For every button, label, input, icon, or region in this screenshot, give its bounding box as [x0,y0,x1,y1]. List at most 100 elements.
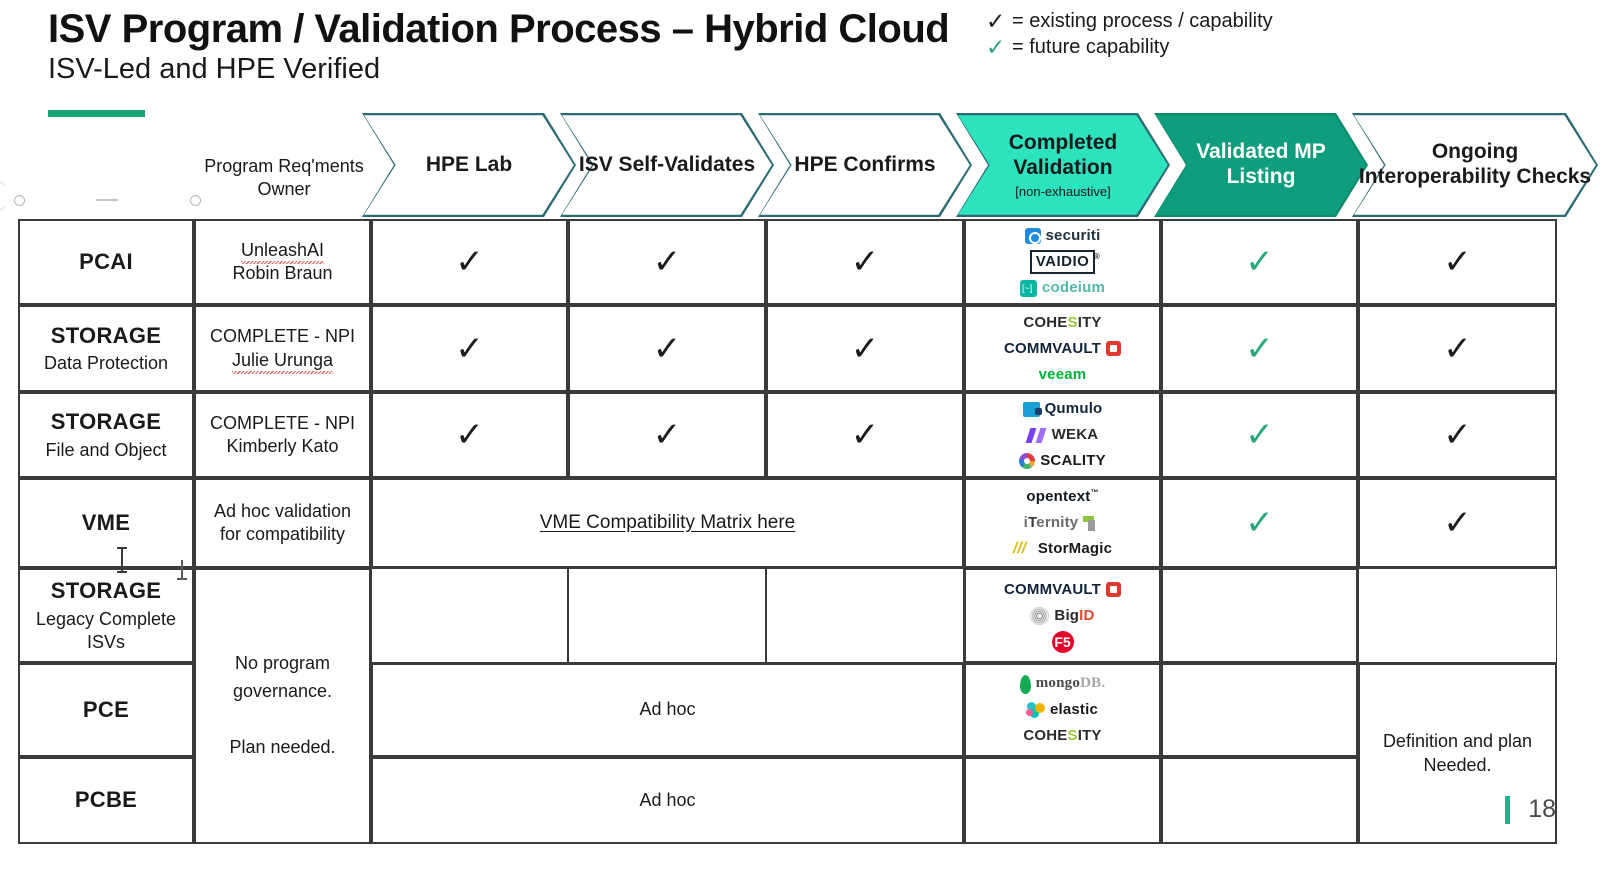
scality-mark-icon [1019,453,1036,469]
cell-validated-mp-vme: ✓ [1161,478,1358,568]
category-sub: Data Protection [43,353,169,374]
selection-handle-middle[interactable] [96,199,118,201]
logo-stormagic: StorMagic [1013,539,1112,560]
logo-label: mongoDB. [1035,675,1106,692]
cell-completed-validation-storage-dp: COHESITY COMMVAULT veeam [964,305,1161,392]
logo-label: codeium [1041,279,1106,297]
logo-label: Qumulo [1044,400,1103,418]
cell-completed-validation-vme: opentext™ iTernity StorMagic [964,478,1161,568]
legend-row-future: ✓ = future capability [986,34,1273,60]
legend-label-existing: = existing process / capability [1012,9,1273,32]
check-black-icon: ✓ [850,328,880,369]
owner-column-header: Program Req'ments Owner [204,156,364,199]
category-name: VME [81,509,131,535]
cell-ongoing-storage-fo: ✓ [1358,392,1557,478]
stage-chevron-hpe-confirms[interactable]: HPE Confirms [758,113,972,217]
check-black-icon: ✓ [850,415,880,455]
cell-ongoing-vme: ✓ [1358,478,1557,568]
page-number: 18 [1528,795,1556,823]
logo-weka: WEKA [1027,425,1099,446]
logo-elastic: elastic [1025,700,1099,721]
stage-chevron-validated-mp-listing[interactable]: Validated MP Listing [1154,113,1368,217]
check-green-icon: ✓ [1245,415,1274,455]
vme-compatibility-matrix-link[interactable]: VME Compatibility Matrix here [539,511,796,533]
page-accent-bar [1505,795,1511,824]
check-green-icon: ✓ [1245,242,1274,282]
stormagic-mark-icon [1013,539,1033,559]
owner-person: Kimberly Kato [226,436,339,456]
check-black-icon: ✓ [1443,503,1472,543]
cell-hpe-lab-storage-dp: ✓ [371,305,568,392]
page-number-block: 18 [1505,795,1556,824]
cell-ad-hoc-pcbe: Ad hoc [371,757,964,844]
category-name: STORAGE [50,409,162,435]
owner-note-line2: governance. [232,681,333,702]
stage-label-ongoing-interoperability: Ongoing Interoperability Checks [1358,140,1592,188]
cell-hpe-lab-pcai: ✓ [371,219,568,305]
category-name: STORAGE [50,322,162,348]
check-black-icon: ✓ [455,242,484,282]
stage-label-hpe-lab: HPE Lab [425,152,513,176]
owner-person: Julie Urunga [231,348,334,374]
legend: ✓ = existing process / capability ✓ = fu… [986,8,1273,60]
category-name: PCAI [79,248,133,274]
logo-label: StorMagic [1037,540,1113,558]
cell-validated-mp-pcai: ✓ [1161,219,1358,305]
logo-bigid: BigID [1030,605,1094,626]
table-row-category-storage-legacy: STORAGE Legacy Complete ISVs [18,568,194,663]
logo-mongodb: mongoDB. [1019,674,1106,695]
category-name: PCE [82,696,130,722]
stage-chevron-band: HPE Lab ISV Self-Validates HPE Confirms … [0,113,1614,217]
page-title: ISV Program / Validation Process – Hybri… [48,7,950,51]
cell-ongoing-storage-legacy [1358,568,1557,663]
table-row-category-storage-file-object: STORAGE File and Object [18,392,194,478]
stage-chevron-completed-validation[interactable]: Completed Validation [non-exhaustive] [956,113,1170,217]
owner-cell-storage-data-protection: COMPLETE - NPI Julie Urunga [194,305,371,392]
logo-vaidio: VAIDIO® [1029,250,1100,274]
ad-hoc-note: Ad hoc [639,699,696,720]
cell-hpe-confirms-storage-dp: ✓ [766,305,964,392]
logo-cohesity: COHESITY [1023,726,1101,747]
category-name: PCBE [74,787,138,813]
ongoing-note-line1: Definition and plan [1382,731,1533,752]
stage-label-hpe-confirms: HPE Confirms [794,152,936,176]
selection-handle-right[interactable] [190,195,201,206]
logo-label: COMMVAULT [1003,339,1102,357]
codeium-mark-icon [1019,279,1037,297]
selection-handle-left[interactable] [14,195,25,206]
stage-chevron-isv-self-validates[interactable]: ISV Self-Validates [560,113,774,217]
cell-completed-validation-pce: mongoDB. elastic COHESITY [964,663,1161,757]
logo-label: BigID [1054,606,1095,624]
stage-sublabel-completed-validation: [non-exhaustive] [1015,183,1111,199]
cell-vme-compatibility-matrix[interactable]: VME Compatibility Matrix here [371,478,964,568]
owner-program: COMPLETE - NPI [209,326,356,347]
elastic-mark-icon [1025,702,1045,718]
logo-qumulo: Qumulo [1022,399,1103,420]
owner-note-line1: No program [234,653,331,674]
owner-program: UnleashAI [240,238,325,265]
cell-hpe-confirms-storage-legacy [766,568,964,663]
logo-veeam: veeam [1039,364,1087,385]
logo-label: elastic [1049,701,1099,719]
legend-label-future: = future capability [1012,35,1170,58]
check-black-icon: ✓ [455,415,484,455]
stage-chevron-ongoing-interoperability[interactable]: Ongoing Interoperability Checks [1352,113,1598,217]
cell-isv-self-storage-dp: ✓ [568,305,766,392]
owner-program: Ad hoc validation for compatibility [213,500,352,544]
logo-opentext: opentext™ [1026,487,1098,508]
cell-completed-validation-storage-fo: Qumulo WEKA SCALITY [964,392,1161,478]
stage-label-isv-self-validates: ISV Self-Validates [578,152,756,176]
cell-validated-mp-storage-legacy [1161,568,1358,663]
logo-label: COMMVAULT [1003,580,1102,598]
check-green-icon: ✓ [986,33,1006,60]
cell-completed-validation-pcbe [964,757,1161,844]
logo-label: COHESITY [1023,727,1102,745]
stage-chevron-hpe-lab[interactable]: HPE Lab [362,113,576,217]
logo-label: VAIDIO [1035,253,1090,271]
check-black-icon: ✓ [850,242,880,282]
check-black-icon: ✓ [1443,328,1472,369]
bigid-mark-icon [1030,606,1050,625]
cell-isv-self-storage-fo: ✓ [568,392,766,478]
logo-iternity: iTernity [1024,513,1102,534]
